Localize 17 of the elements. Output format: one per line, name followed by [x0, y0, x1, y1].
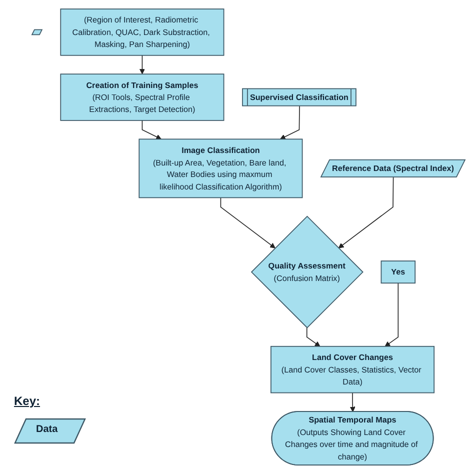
legend-label: Data	[36, 424, 58, 435]
arrow	[139, 54, 145, 74]
arrow	[142, 120, 162, 140]
node-box: Image Classification (Built-up Area, Vegetation, Bare land, Water Bodies using maxmum likelihood Classification Algorithm)	[138, 138, 303, 198]
node-diamond: Quality Assessment (Confusion Matrix)	[250, 216, 364, 328]
arrow	[338, 176, 394, 248]
key-heading: Key:	[14, 394, 40, 408]
node-box: Creation of Training Samples (ROI Tools, Spectral Profile Extractions, Target Detection)	[60, 74, 224, 121]
arrow	[280, 106, 300, 140]
arrow	[306, 327, 320, 347]
arrow	[220, 197, 276, 248]
arrow	[384, 282, 399, 347]
node-box: Land Cover Changes (Land Cover Classes, Statistics, Vector Data)	[270, 346, 435, 394]
arrow	[350, 392, 356, 412]
node-box: (Region of Interest, Radiometric Calibration, QUAC, Dark Substraction, Masking, Pan Sharpening)	[60, 8, 224, 56]
node-parallelogram	[31, 29, 43, 36]
node-box: Yes	[380, 260, 416, 284]
